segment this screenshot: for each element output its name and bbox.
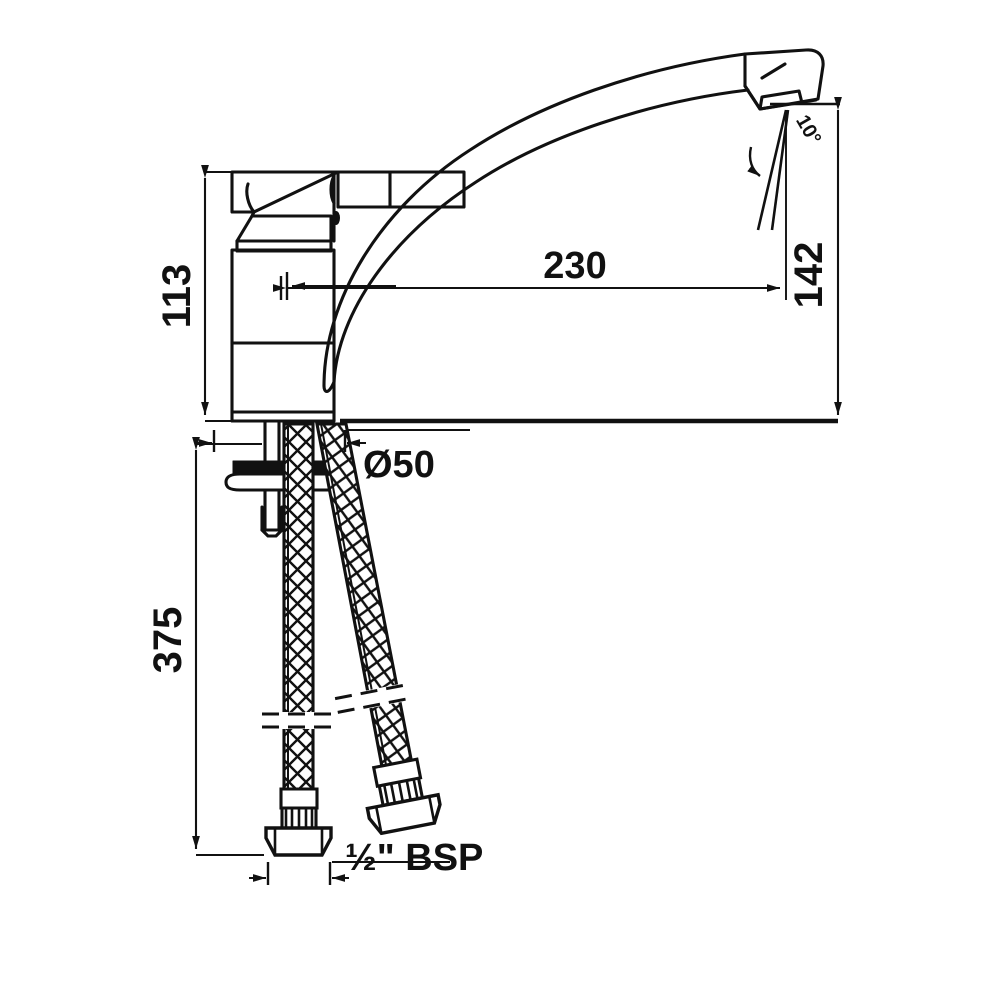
dimension-thread-label: ½" BSP [345, 837, 483, 879]
aerator [743, 48, 825, 111]
dimension-113-label: 113 [155, 264, 199, 329]
break-line-left [262, 712, 334, 729]
dimension-lines [192, 97, 842, 885]
dimension-230-label: 230 [543, 245, 606, 287]
cap [230, 170, 340, 253]
faucet-outline [224, 48, 825, 538]
pivot-dot [332, 211, 340, 225]
braided-flexible-hose-left [262, 422, 334, 857]
swan-neck-spout [322, 52, 750, 394]
lever-handle [329, 170, 466, 209]
dimension-142-label: 142 [787, 242, 831, 309]
dimension-diameter-label: Ø50 [363, 444, 435, 486]
angle-marks [747, 109, 790, 231]
braided-flexible-hose-right [315, 422, 442, 836]
cylindrical-body [230, 248, 336, 423]
dimension-angle-label: 10° [791, 111, 825, 148]
break-line-right [334, 683, 411, 714]
dimension-375-label: 375 [146, 607, 190, 674]
